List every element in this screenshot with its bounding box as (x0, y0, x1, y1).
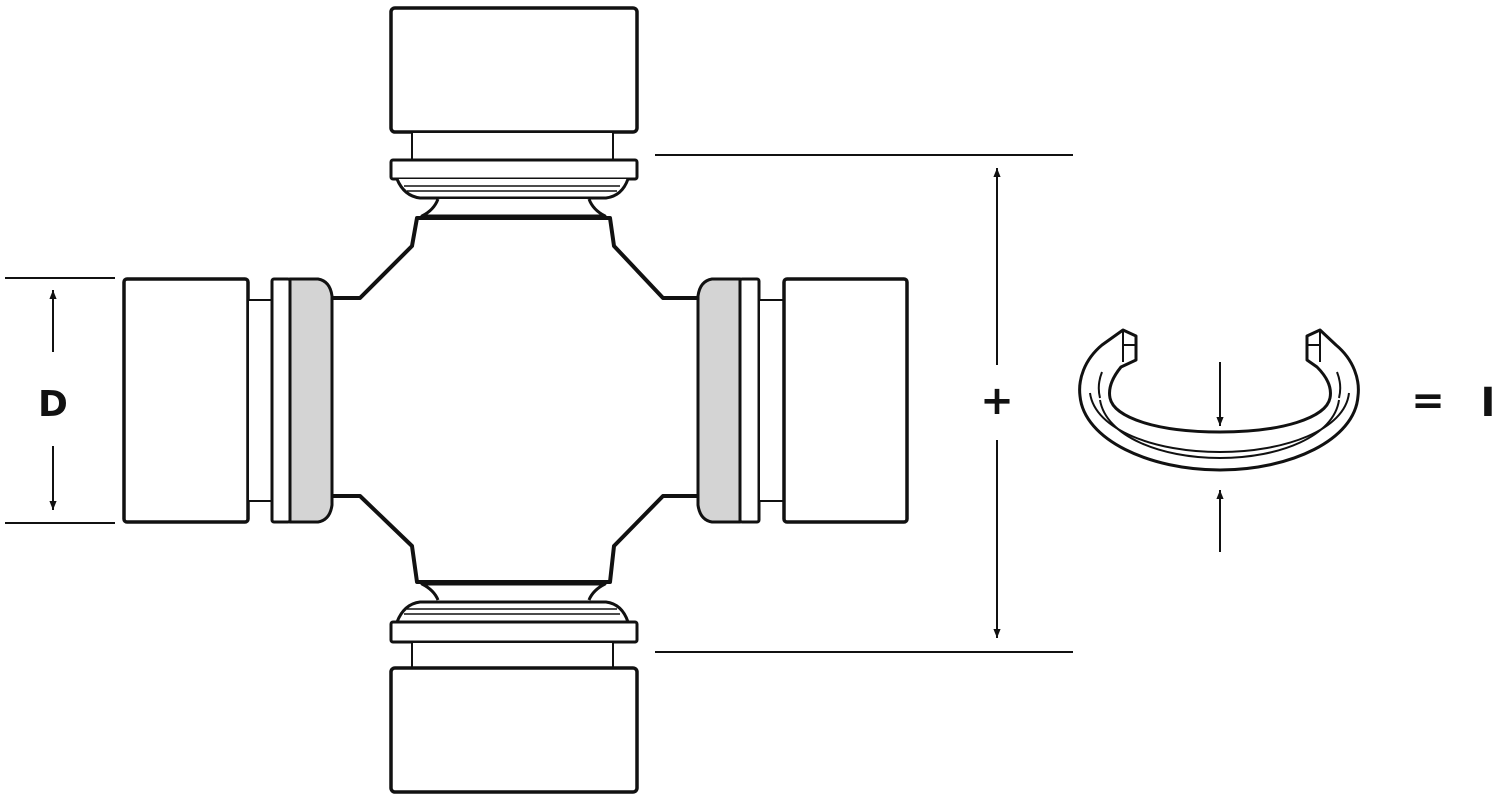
snap-ring (1078, 328, 1360, 472)
snap-ring-groove-4 (1336, 371, 1342, 399)
seal-right (696, 277, 742, 524)
snap-ring-body (1078, 328, 1360, 472)
snap-ring-groove-3 (1097, 371, 1103, 399)
snap-ring-groove-1 (1089, 392, 1350, 453)
result-label: I (1481, 380, 1496, 426)
equals-sign: = (1411, 378, 1445, 424)
u-joint-cross (122, 6, 909, 794)
bearing-cap-top (389, 6, 639, 218)
seal-left (288, 277, 334, 524)
bearing-cap-left (122, 277, 334, 524)
bearing-cap-bottom (389, 582, 639, 794)
diameter-dimension (5, 277, 115, 524)
bearing-cap-right (696, 277, 909, 524)
length-dimension (655, 154, 1073, 653)
spider-body (326, 216, 702, 584)
diameter-label: D (38, 384, 68, 425)
snap-ring-groove-2 (1099, 399, 1340, 459)
plus-sign: + (980, 378, 1014, 424)
